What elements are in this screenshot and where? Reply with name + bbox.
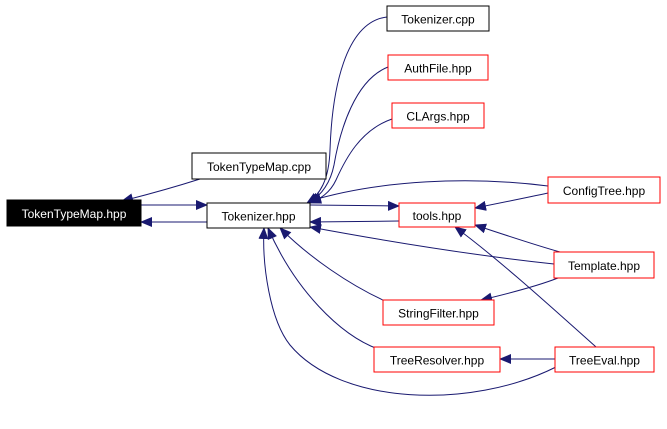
node-tokentypemap_cpp[interactable]: TokenTypeMap.cpp bbox=[191, 152, 327, 180]
node-authfile_hpp[interactable]: AuthFile.hpp bbox=[387, 54, 489, 81]
node-configtree_hpp[interactable]: ConfigTree.hpp bbox=[547, 176, 661, 204]
edge-configtree_hpp-to-tokenizer_hpp bbox=[309, 180, 549, 203]
edge-treeeval_hpp-to-tools_hpp bbox=[454, 226, 597, 348]
node-box bbox=[6, 199, 142, 227]
edge-tokenizer_cpp-to-tokenizer_hpp bbox=[306, 16, 388, 204]
node-label: TreeEval.hpp bbox=[569, 354, 640, 368]
edge-tools_hpp-to-tokenizer_hpp bbox=[309, 216, 400, 227]
node-stringfilter_hpp[interactable]: StringFilter.hpp bbox=[382, 299, 495, 326]
edge-tokentypemap_cpp-to-tokentypemap_hpp bbox=[121, 178, 201, 204]
node-label: AuthFile.hpp bbox=[404, 62, 472, 76]
node-label: Template.hpp bbox=[568, 259, 640, 273]
node-box bbox=[386, 5, 490, 32]
node-box bbox=[553, 251, 655, 279]
node-label: Tokenizer.hpp bbox=[221, 210, 295, 224]
node-tokenizer_cpp[interactable]: Tokenizer.cpp bbox=[386, 5, 490, 32]
node-label: tools.hpp bbox=[413, 209, 462, 223]
node-box bbox=[373, 346, 501, 373]
edge-template_hpp-to-stringfilter_hpp bbox=[480, 277, 559, 303]
edge-tokenizer_hpp-to-tools_hpp bbox=[309, 200, 400, 211]
edge-stringfilter_hpp-to-tokenizer_hpp bbox=[279, 227, 386, 302]
node-label: Tokenizer.cpp bbox=[401, 13, 475, 27]
node-label: ConfigTree.hpp bbox=[563, 184, 646, 198]
node-tokentypemap_hpp[interactable]: TokenTypeMap.hpp bbox=[6, 199, 142, 227]
node-box bbox=[554, 346, 655, 373]
node-box bbox=[206, 202, 311, 229]
node-tokenizer_hpp[interactable]: Tokenizer.hpp bbox=[206, 202, 311, 229]
node-clargs_hpp[interactable]: CLArgs.hpp bbox=[391, 102, 485, 129]
node-treeeval_hpp[interactable]: TreeEval.hpp bbox=[554, 346, 655, 373]
node-box bbox=[398, 202, 476, 228]
node-label: TokenTypeMap.cpp bbox=[207, 160, 311, 174]
edge-authfile_hpp-to-tokenizer_hpp bbox=[308, 66, 389, 204]
node-box bbox=[382, 299, 495, 326]
node-label: TreeResolver.hpp bbox=[390, 354, 485, 368]
node-box bbox=[387, 54, 489, 81]
nodes-layer: TokenTypeMap.hppTokenTypeMap.cppTokenize… bbox=[6, 5, 661, 373]
edge-configtree_hpp-to-tools_hpp bbox=[474, 192, 549, 211]
node-label: CLArgs.hpp bbox=[406, 110, 470, 124]
node-box bbox=[547, 176, 661, 204]
edges-layer bbox=[121, 16, 597, 396]
node-label: StringFilter.hpp bbox=[398, 307, 479, 321]
node-box bbox=[391, 102, 485, 129]
node-template_hpp[interactable]: Template.hpp bbox=[553, 251, 655, 279]
edge-template_hpp-to-tokenizer_hpp bbox=[309, 224, 555, 265]
node-box bbox=[191, 152, 327, 180]
node-treeresolver_hpp[interactable]: TreeResolver.hpp bbox=[373, 346, 501, 373]
edge-treeeval_hpp-to-tokenizer_hpp bbox=[258, 227, 557, 396]
node-tools_hpp[interactable]: tools.hpp bbox=[398, 202, 476, 228]
edge-treeresolver_hpp-to-tokenizer_hpp bbox=[267, 227, 379, 350]
edge-template_hpp-to-tools_hpp bbox=[474, 223, 561, 253]
node-label: TokenTypeMap.hpp bbox=[22, 207, 127, 221]
